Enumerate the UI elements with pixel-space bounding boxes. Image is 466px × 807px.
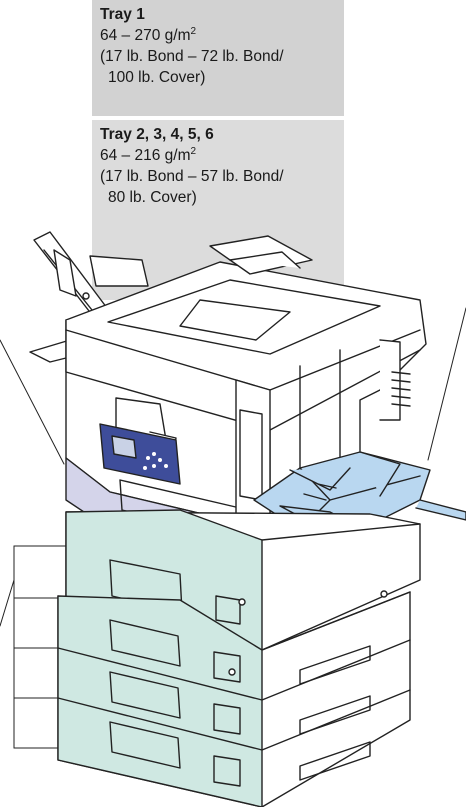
tray1-title: Tray 1 (100, 6, 145, 23)
tray2-6-title: Tray 2, 3, 4, 5, 6 (100, 126, 214, 143)
tray2-6-weight-range: 64 – 216 g/m (100, 147, 191, 164)
tray2-6-line3: 80 lb. Cover) (108, 189, 197, 206)
tray1-weight-unit-sup: 2 (190, 25, 197, 37)
tray2-6-line2: (17 lb. Bond – 57 lb. Bond/ (100, 168, 284, 185)
tray1-leader-line (0, 339, 65, 465)
bypass-leader-line (427, 307, 466, 461)
control-panel (99, 423, 181, 485)
base-cabinet (57, 590, 411, 807)
control-panel-buttons (143, 452, 168, 470)
tray1-line3: 100 lb. Cover) (108, 69, 206, 86)
side-door (235, 379, 271, 531)
tray-bracket-lines (0, 545, 67, 749)
tray1-line2: (17 lb. Bond – 72 lb. Bond/ (100, 48, 284, 65)
tray1-weight: 64 – 270 g/m2 (100, 25, 336, 46)
callout-box: Tray 1 64 – 270 g/m2 (17 lb. Bond – 72 l… (92, 0, 344, 300)
tray1-callout: Tray 1 64 – 270 g/m2 (17 lb. Bond – 72 l… (92, 0, 344, 116)
tray1-weight-range: 64 – 270 g/m (100, 27, 191, 44)
tray2-6-weight: 64 – 216 g/m2 (100, 145, 336, 166)
tray2-6-weight-unit-sup: 2 (190, 145, 197, 157)
